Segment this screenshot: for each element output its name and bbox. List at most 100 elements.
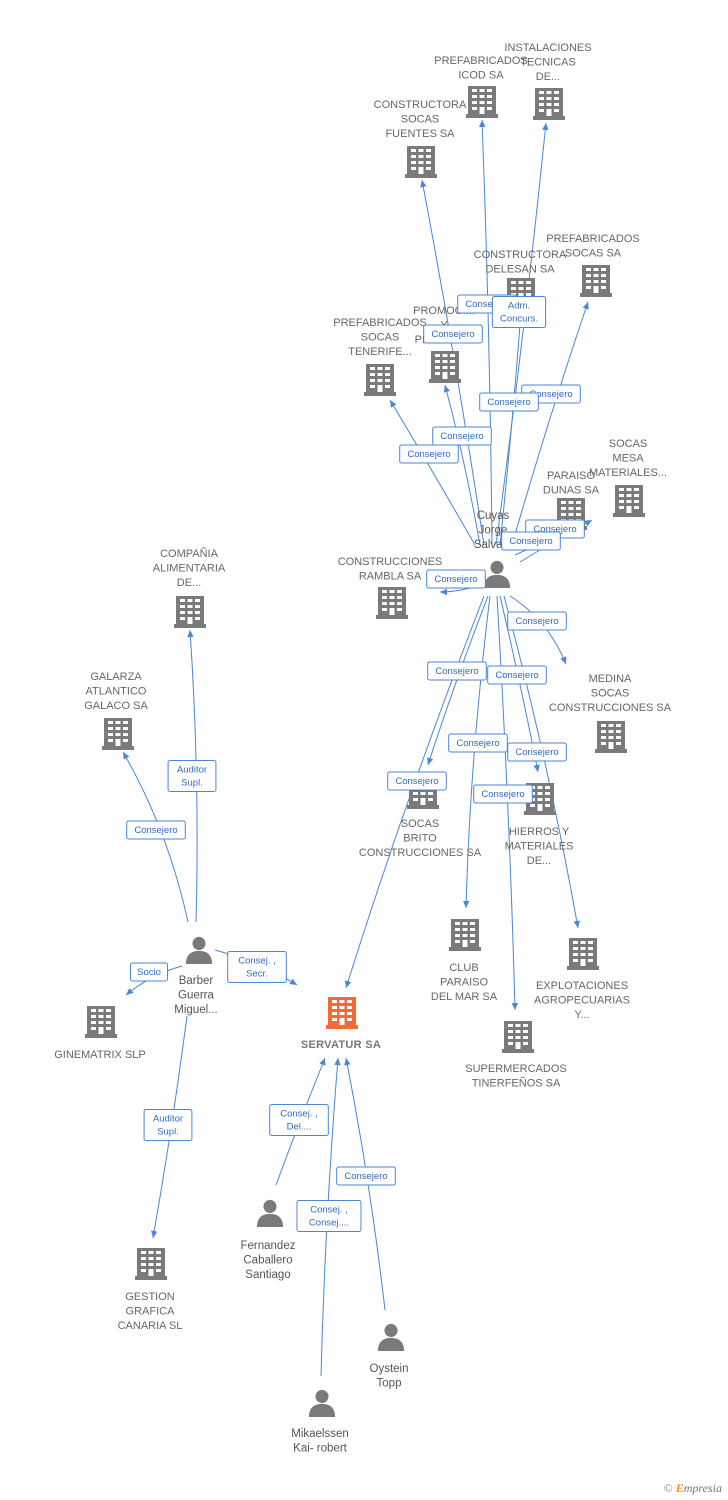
node-label-text: SUPERMERCADOS — [465, 1063, 566, 1075]
edge-label-e_tenerife[interactable]: Consejero — [399, 444, 459, 464]
arrowhead-e_mikaelssen — [334, 1058, 341, 1066]
edge-label-text: Consejero — [495, 670, 538, 681]
edge-label-box — [491, 296, 547, 328]
edge-label-e_mikaelssen[interactable]: Consej. ,Consej.... — [296, 1200, 362, 1232]
arrowhead-e_galarza — [123, 752, 130, 760]
edge-label-box — [507, 742, 567, 762]
node-label-text: Mikaelssen — [291, 1428, 349, 1440]
arrowhead-e_gestion — [151, 1230, 158, 1238]
edge-line-e_clubparaiso — [465, 595, 491, 909]
node-label-text: SOCAS — [401, 114, 440, 126]
edge-label-text: Supl. — [157, 1127, 179, 1138]
building-icon — [85, 1006, 117, 1038]
edge-label-text: Auditor — [177, 765, 207, 776]
edge-label-e_socasbrito[interactable]: Consejero — [427, 661, 487, 681]
edge-label-text: Consejero — [395, 776, 438, 787]
person-node-barber[interactable]: BarberGuerraMiguel... — [174, 936, 218, 1016]
arrowhead-e_tenerife — [390, 400, 397, 408]
edge-label-box — [432, 426, 492, 446]
edge-label-e_fernandez[interactable]: Consej. ,Del.... — [269, 1104, 329, 1136]
building-icon — [405, 146, 437, 178]
arrowhead-e_socasbrito — [427, 757, 434, 765]
edge-label-e_paraiso[interactable]: Consejero — [501, 531, 561, 551]
edge-label-e_medina[interactable]: Consejero — [507, 611, 567, 631]
edge-label-e_super[interactable]: Consejero — [473, 784, 533, 804]
company-node-socas_mesa[interactable]: SOCASMESAMATERIALES... — [589, 438, 667, 517]
node-label-text: SOCAS SA — [565, 248, 622, 260]
edge-line-e_icod — [481, 119, 493, 546]
node-label-text: ALIMENTARIA — [153, 563, 226, 575]
edge-label-text: Supl. — [181, 778, 203, 789]
edge-label-e_clubparaiso[interactable]: Consejero — [448, 733, 508, 753]
arrowhead-e_servatur_c — [345, 980, 352, 988]
edge-label-e_rambla[interactable]: Consejero — [426, 569, 486, 589]
building-icon — [595, 721, 627, 753]
edge-label-text: Socio — [137, 967, 161, 978]
edge-label-e_delesan[interactable]: Adm.Concurs. — [491, 296, 547, 328]
edge-label-e_servatur_b[interactable]: Consej. ,Secr. — [227, 951, 287, 983]
person-node-cuyas[interactable]: CuyasJorgeSalva... — [474, 510, 512, 588]
edge-label-e_explot[interactable]: Consejero — [487, 665, 547, 685]
edge-line-e_socasbrito — [427, 595, 489, 766]
company-node-ginematrix[interactable]: GINEMATRIX SLP — [54, 1006, 146, 1061]
edge-label-text: Secr. — [246, 969, 268, 980]
edge-label-text: Consejero — [344, 1171, 387, 1182]
edge-label-text: Consejero — [509, 536, 552, 547]
company-node-instalaciones[interactable]: INSTALACIONESTECNICASDE... — [504, 42, 592, 120]
edge-label-box — [473, 784, 533, 804]
building-icon — [466, 86, 498, 118]
node-label-text: HIERROS Y — [509, 826, 570, 838]
arrowhead-e_icod — [479, 120, 486, 128]
arrowhead-e_medina — [560, 656, 567, 664]
company-node-servatur[interactable]: SERVATUR SA — [301, 997, 381, 1051]
node-label-text: Guerra — [178, 990, 214, 1002]
edge-label-box — [143, 1109, 193, 1141]
node-label-text: TECNICAS — [520, 57, 576, 69]
company-node-explotaciones[interactable]: EXPLOTACIONESAGROPECUARIASY... — [534, 938, 630, 1021]
node-label-text: GRAFICA — [126, 1306, 176, 1318]
brand-logo-initial: E — [675, 1481, 684, 1495]
edge-label-e_oystein[interactable]: Consejero — [336, 1166, 396, 1186]
node-label-text: GALARZA — [90, 671, 142, 683]
node-label-text: Caballero — [243, 1255, 292, 1267]
person-icon — [483, 560, 511, 588]
edge-label-e_galarza[interactable]: Consejero — [126, 820, 186, 840]
company-node-hierros[interactable]: HIERROS YMATERIALESDE... — [505, 783, 574, 867]
edge-label-e_instalaciones[interactable]: Consejero — [479, 392, 539, 412]
edge-label-e_servatur_c[interactable]: Consejero — [387, 771, 447, 791]
node-label-text: CONSTRUCCIONES — [338, 556, 443, 568]
building-icon — [174, 596, 206, 628]
arrowhead-e_servatur_b — [289, 978, 297, 985]
edge-label-e_ginematrix[interactable]: Socio — [130, 962, 168, 982]
node-label-text: MESA — [612, 453, 644, 465]
edge-label-text: Consejero — [434, 574, 477, 585]
company-node-prefabricados_tenerife[interactable]: PREFABRICADOSSOCASTENERIFE... — [333, 317, 427, 396]
edge-label-text: Consej.... — [309, 1218, 349, 1229]
node-label-text: SOCAS — [401, 818, 440, 830]
arrowhead-e_clubparaiso — [462, 900, 470, 908]
edge-label-e_cfuentes[interactable]: Consejero — [432, 426, 492, 446]
edge-label-text: Consejero — [487, 397, 530, 408]
building-icon — [364, 364, 396, 396]
edge-label-e_hierros[interactable]: Consejero — [507, 742, 567, 762]
company-node-compania_alimentaria[interactable]: COMPAÑIAALIMENTARIADE... — [153, 547, 226, 628]
building-icon — [102, 718, 134, 750]
edge-label-e_promociones[interactable]: Consejero — [423, 324, 483, 344]
